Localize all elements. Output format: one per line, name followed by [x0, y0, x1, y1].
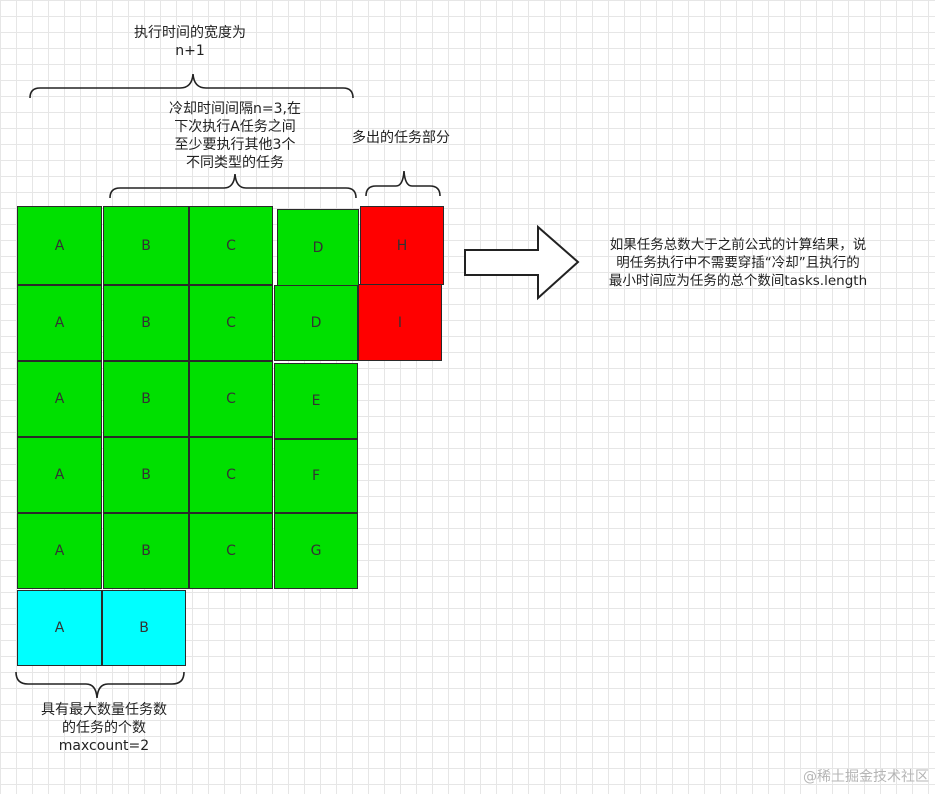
brace-top-width	[29, 73, 354, 99]
task-cell: G	[274, 513, 358, 589]
label-extra: 多出的任务部分	[352, 130, 450, 146]
label-right-note: 如果任务总数大于之前公式的计算结果，说 明任务执行中不需要穿插“冷却”且执行的 …	[582, 236, 894, 290]
label-width: 执行时间的宽度为 n+1	[100, 24, 280, 60]
task-cell: E	[274, 363, 358, 439]
extra-task-cell: H	[360, 206, 444, 285]
extra-task-cell: I	[358, 284, 442, 361]
task-cell: C	[189, 513, 273, 589]
label-maxcount-line1: 具有最大数量任务数	[41, 702, 167, 718]
label-maxcount-line2: 的任务的个数	[62, 720, 146, 736]
task-cell: A	[17, 513, 102, 589]
task-cell: B	[103, 513, 189, 589]
task-cell: C	[189, 206, 273, 285]
brace-cooldown	[109, 173, 357, 199]
task-cell: B	[103, 361, 189, 437]
task-cell: C	[189, 437, 273, 513]
label-right-line2: 明任务执行中不需要穿插“冷却”且执行的	[616, 255, 860, 271]
task-cell: A	[17, 361, 102, 437]
label-maxcount: 具有最大数量任务数 的任务的个数 maxcount=2	[24, 701, 184, 755]
task-cell: A	[17, 285, 102, 361]
label-cooldown-line4: 不同类型的任务	[186, 155, 284, 171]
arrow-right	[464, 224, 580, 301]
task-cell: D	[274, 285, 358, 361]
label-cooldown-line2: 下次执行A任务之间	[174, 119, 296, 135]
brace-bottom	[15, 671, 185, 699]
max-count-cell: B	[102, 590, 186, 666]
task-cell: B	[103, 206, 189, 285]
task-cell: C	[189, 285, 273, 361]
watermark: @稀土掘金技术社区	[803, 769, 929, 785]
label-maxcount-line3: maxcount=2	[58, 738, 150, 754]
label-width-line2: n+1	[175, 43, 205, 59]
task-cell: A	[17, 437, 102, 513]
label-right-line1: 如果任务总数大于之前公式的计算结果，说	[609, 237, 867, 253]
label-cooldown: 冷却时间间隔n=3,在 下次执行A任务之间 至少要执行其他3个 不同类型的任务	[150, 100, 320, 172]
task-cell: B	[103, 285, 189, 361]
task-cell: A	[17, 206, 102, 285]
task-cell: D	[277, 209, 359, 286]
label-width-line1: 执行时间的宽度为	[134, 25, 246, 41]
task-cell: F	[274, 439, 358, 513]
brace-extra	[365, 170, 441, 197]
max-count-cell: A	[17, 590, 102, 666]
label-right-line3: 最小时间应为任务的总个数间tasks.length	[608, 273, 868, 289]
label-cooldown-line3: 至少要执行其他3个	[174, 137, 296, 153]
task-cell: C	[189, 361, 273, 437]
label-cooldown-line1: 冷却时间间隔n=3,在	[169, 101, 301, 117]
task-cell: B	[103, 437, 189, 513]
